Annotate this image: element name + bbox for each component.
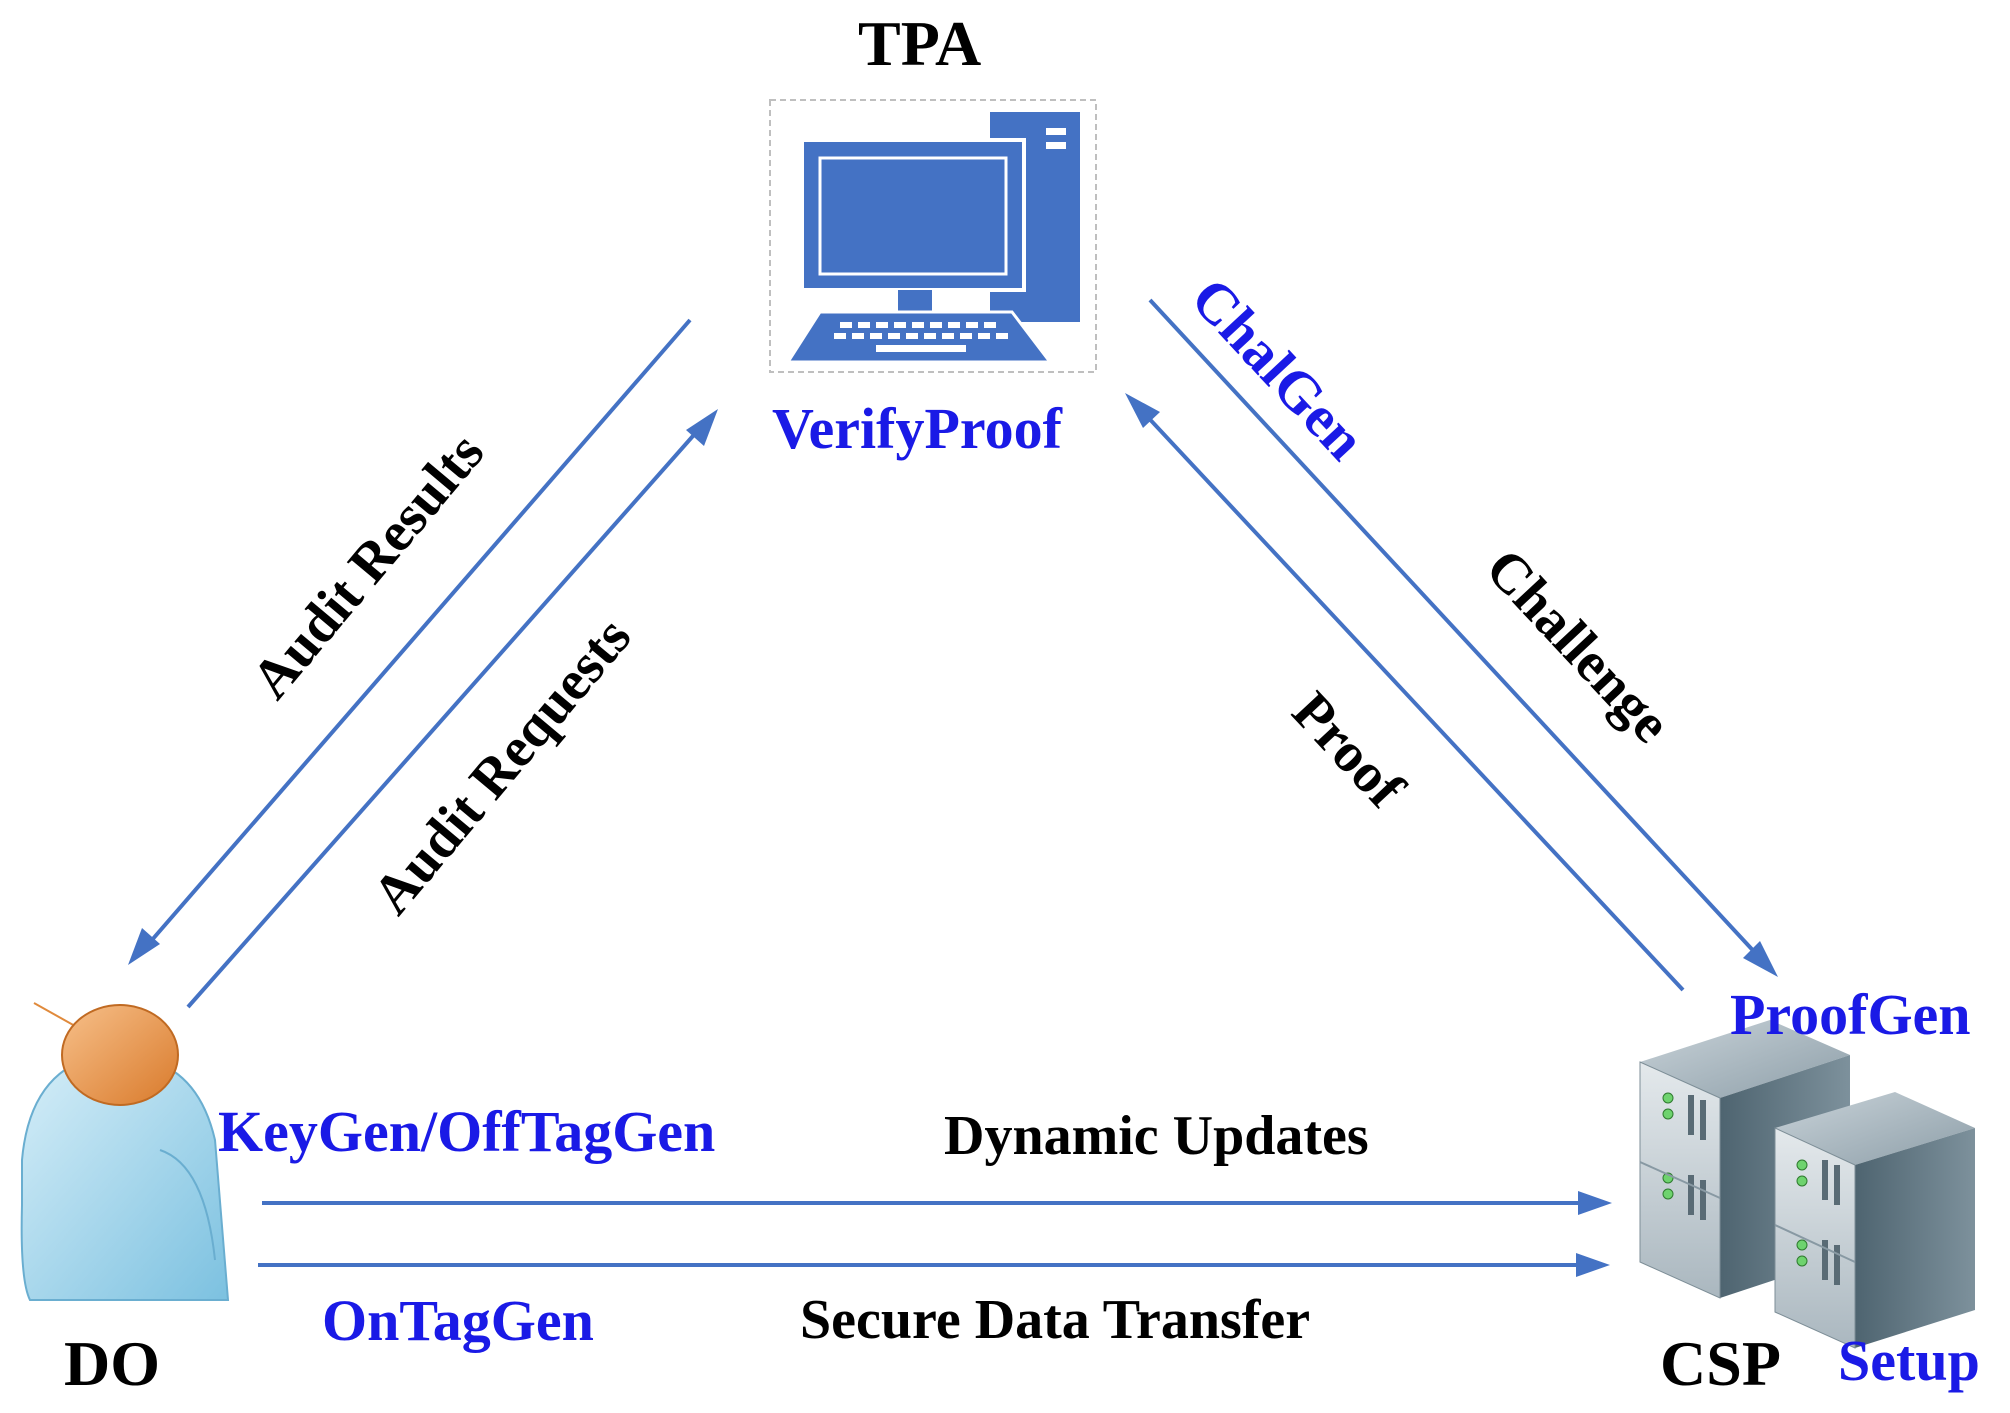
dynamic-updates-label: Dynamic Updates [944,1105,1369,1167]
arrow-audit-requests [186,409,718,1009]
proofgen-label: ProofGen [1730,982,1971,1047]
arrow-challenge [1148,298,1778,977]
tpa-label: TPA [858,8,982,79]
computer-icon [769,99,1097,373]
server-icon [1639,1020,1975,1349]
keygen-offtaggen-label: KeyGen/OffTagGen [218,1099,716,1164]
verifyproof-label: VerifyProof [772,396,1062,461]
secure-data-transfer-label: Secure Data Transfer [800,1289,1311,1351]
arrow-audit-results [128,318,692,965]
do-label: DO [64,1328,160,1399]
csp-label: CSP [1660,1328,1781,1399]
ontaggen-label: OnTagGen [322,1288,594,1353]
arrow-secure-data-transfer [258,1253,1610,1277]
setup-label: Setup [1838,1328,1980,1393]
user-icon [20,1002,230,1301]
arrow-proof [1125,393,1685,992]
arrow-dynamic-updates [262,1191,1612,1215]
